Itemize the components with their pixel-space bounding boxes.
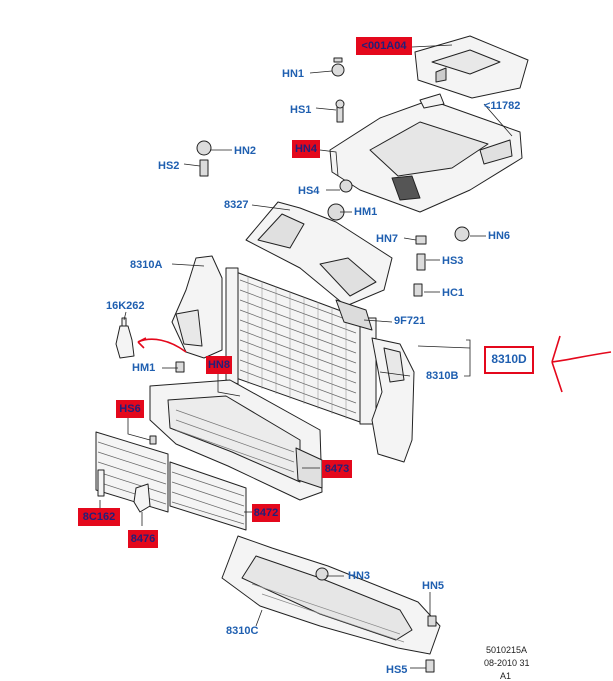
label-hn5: HN5: [422, 580, 445, 592]
red-annotation-arrows: [137, 335, 612, 393]
undertray-small-part: [414, 35, 529, 99]
footer-date: 08-2010 31: [484, 658, 530, 668]
label-hm1-left: HM1: [132, 362, 156, 374]
label-hn3: HN3: [348, 570, 371, 582]
lower-undertray: [221, 535, 441, 655]
label-hn8: HN8: [206, 356, 232, 374]
label-8476: 8476: [128, 530, 158, 548]
connector-16k262: [115, 317, 135, 359]
fasteners: [149, 57, 470, 673]
footer-rev: A1: [500, 671, 512, 681]
upper-air-deflector: [245, 201, 393, 307]
engine-undertray: [329, 93, 523, 213]
label-8473: 8473: [322, 460, 352, 478]
leader-lines: [99, 44, 513, 669]
label-hn1: HN1: [282, 68, 305, 80]
label-hm1-top: HM1: [354, 206, 378, 218]
label-hc1: HC1: [442, 287, 465, 299]
shutter-frame: [149, 379, 323, 501]
label-001a04: <001A04: [356, 37, 412, 55]
label-hs6: HS6: [116, 400, 144, 418]
arrow-to-8310d: [551, 351, 612, 363]
label-8310b: 8310B: [426, 370, 459, 382]
label-9f721: 9F721: [394, 315, 426, 327]
right-air-guide: [371, 337, 415, 463]
label-hs4: HS4: [298, 185, 320, 197]
label-hs1: HS1: [290, 104, 312, 116]
label-8310a: 8310A: [130, 259, 163, 271]
label-11782: <11782: [484, 100, 521, 112]
footer-code: 5010215A: [486, 645, 528, 655]
label-hs5: HS5: [386, 664, 408, 676]
label-8310d: 8310D: [484, 346, 534, 374]
label-hn7: HN7: [376, 233, 399, 245]
label-8327: 8327: [224, 199, 249, 211]
radiator: [225, 267, 377, 425]
label-hs3: HS3: [442, 255, 464, 267]
bracket-8476: [133, 483, 151, 513]
left-air-guide: [171, 255, 223, 359]
label-hn6: HN6: [488, 230, 511, 242]
label-8310c: 8310C: [226, 625, 259, 637]
label-hn2: HN2: [234, 145, 257, 157]
label-8472: 8472: [252, 504, 280, 522]
label-16k262: 16K262: [106, 300, 145, 312]
clip-8c162: [97, 469, 105, 497]
lower-grille-shutters: [95, 431, 247, 531]
label-hn4: HN4: [292, 140, 320, 158]
label-8c162: 8C162: [78, 508, 120, 526]
label-hs2: HS2: [158, 160, 180, 172]
